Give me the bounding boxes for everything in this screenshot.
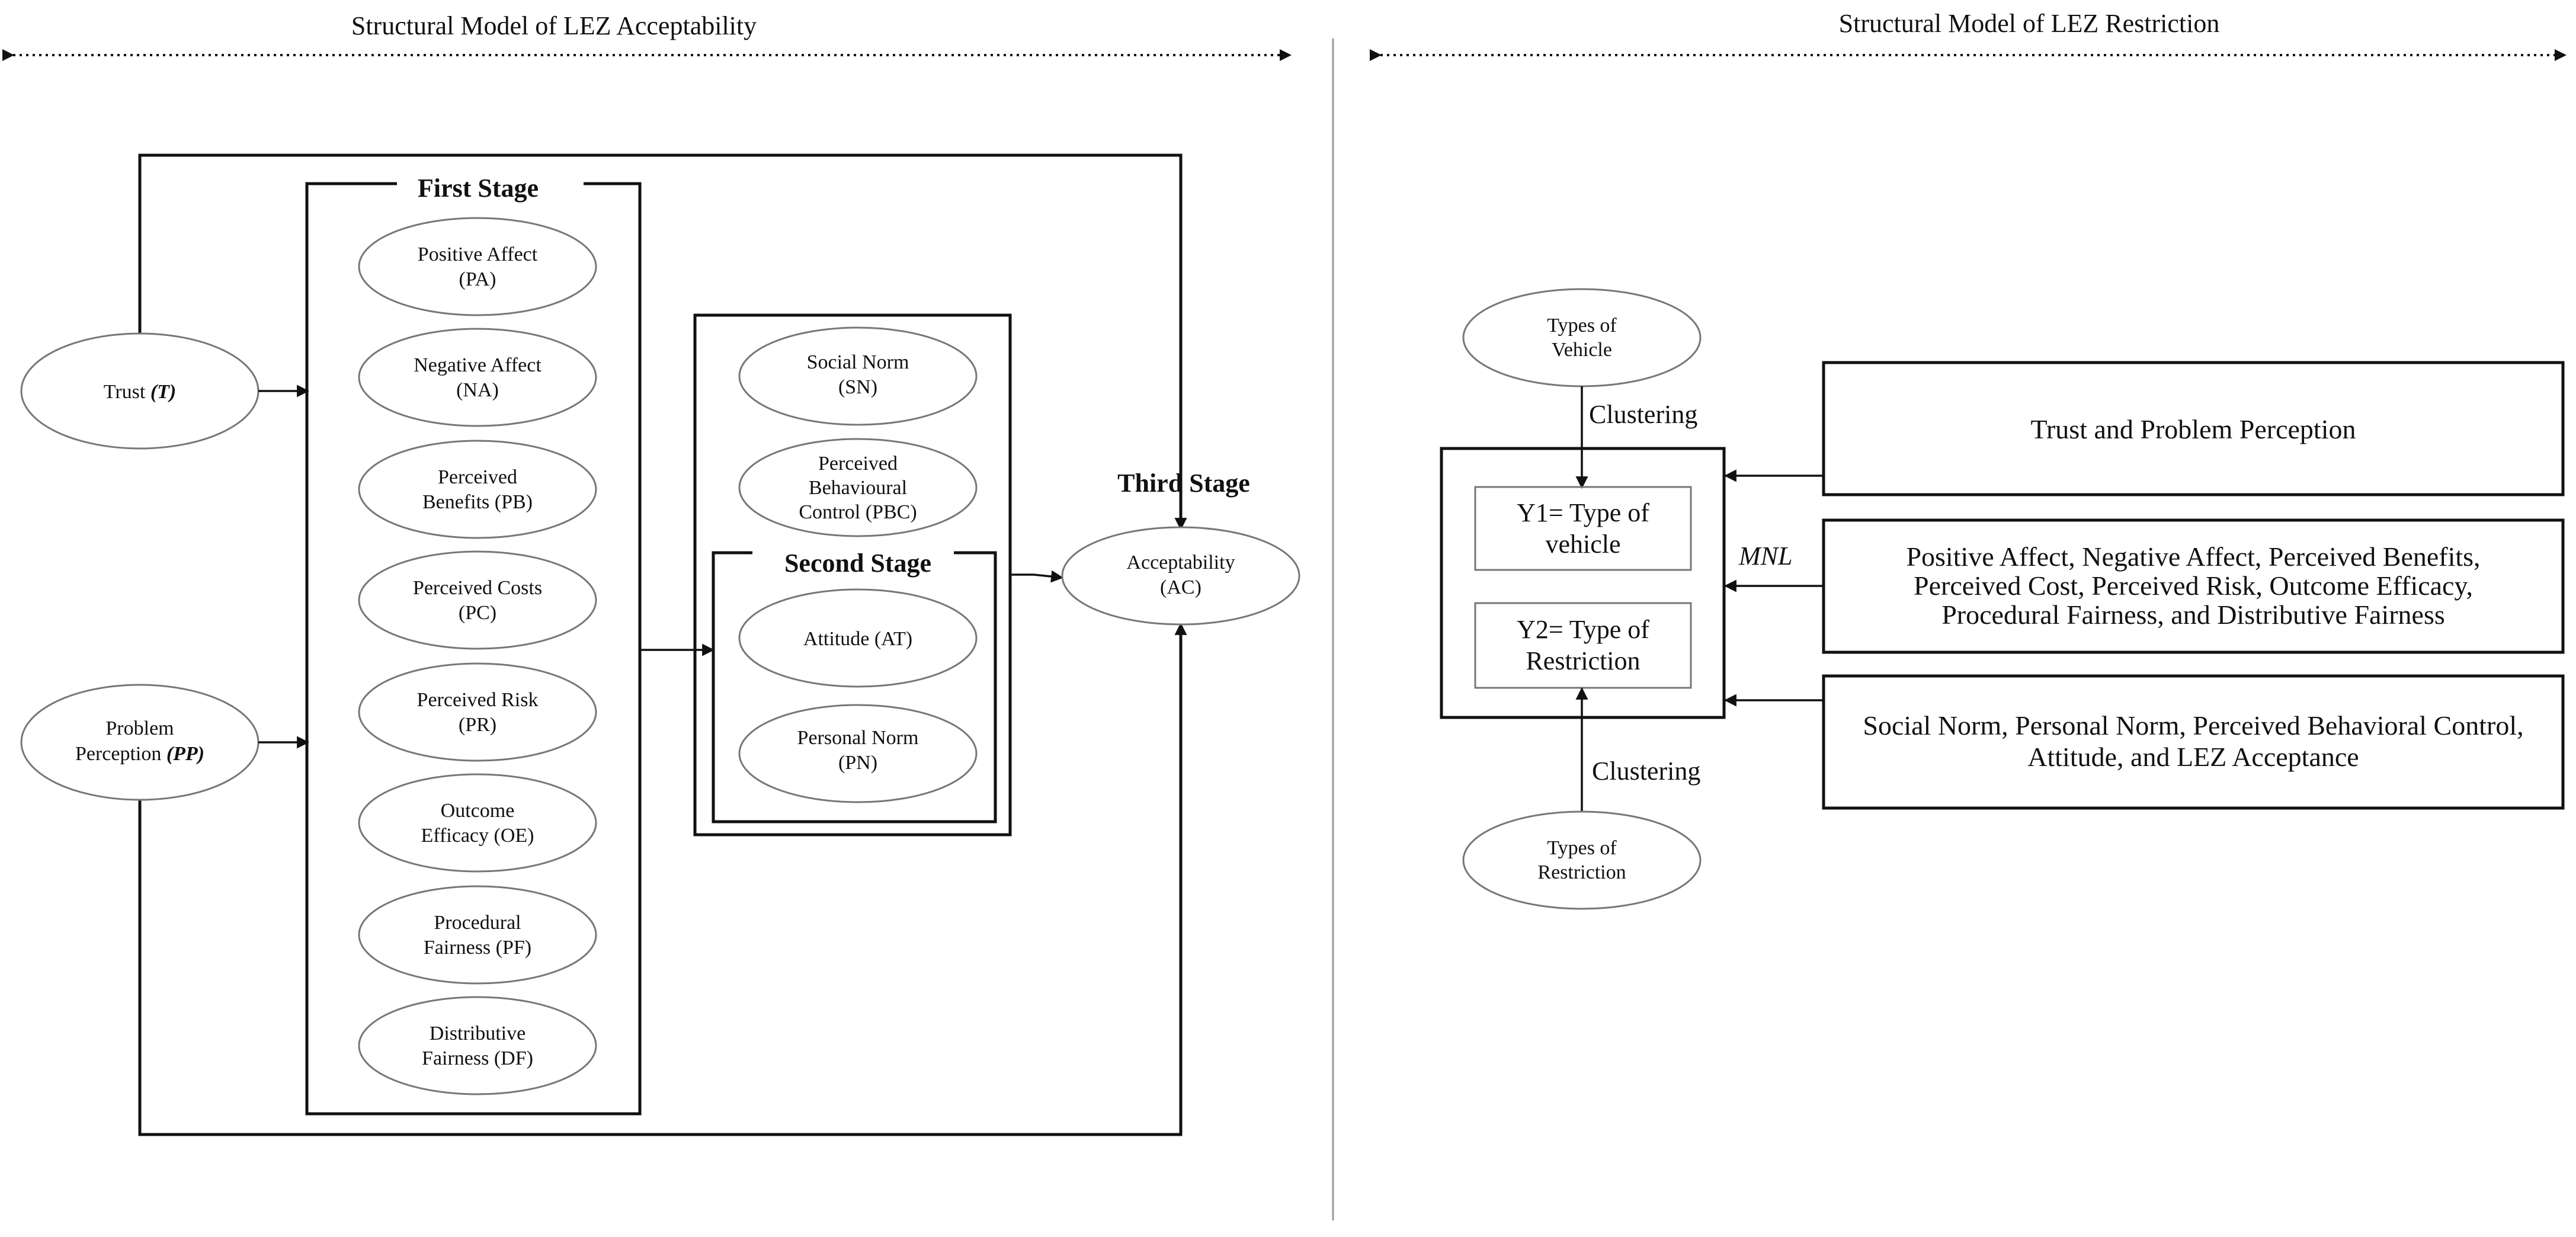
types-restriction-line1: Types of bbox=[1547, 837, 1617, 859]
pr-line2: (PR) bbox=[459, 714, 496, 736]
mnl-label: MNL bbox=[1738, 541, 1792, 571]
first-stage-node-pf: Procedural Fairness (PF) bbox=[358, 885, 597, 985]
personal-norm-node: Personal Norm (PN) bbox=[738, 704, 978, 803]
trust-to-acceptability-path bbox=[138, 153, 1183, 524]
predictor-box-trust bbox=[1822, 361, 2565, 496]
clustering-top-label: Clustering bbox=[1589, 400, 1697, 429]
first-stage-node-pr: Perceived Risk (PR) bbox=[358, 662, 597, 762]
outcome-box bbox=[1440, 447, 1726, 719]
types-restriction-line2: Restriction bbox=[1537, 861, 1626, 883]
problem-perception-node: Problem Perception (PP) bbox=[20, 684, 259, 801]
types-vehicle-line2: Vehicle bbox=[1552, 339, 1612, 361]
types-vehicle-line1: Types of bbox=[1547, 315, 1617, 337]
pf-line1: Procedural bbox=[434, 912, 521, 934]
pp-to-acceptability-path bbox=[138, 631, 1183, 1136]
types-restriction-node: Types of Restriction bbox=[1462, 810, 1702, 910]
sn-line2: (SN) bbox=[838, 376, 877, 398]
problem-perception-line2: Perception (PP) bbox=[75, 743, 204, 765]
box3-line2: Attitude, and LEZ Acceptance bbox=[2027, 742, 2359, 772]
sn-line1: Social Norm bbox=[807, 351, 909, 373]
first-stage-node-pa: Positive Affect (PA) bbox=[358, 217, 597, 316]
na-line2: (NA) bbox=[456, 379, 499, 401]
na-line1: Negative Affect bbox=[414, 354, 542, 376]
y1-line1: Y1= Type of bbox=[1517, 498, 1649, 527]
pc-line1: Perceived Costs bbox=[413, 577, 542, 599]
box2-line1: Positive Affect, Negative Affect, Percei… bbox=[1906, 541, 2480, 572]
pbc-line3: Control (PBC) bbox=[799, 501, 917, 523]
second-stage-to-acceptability-arrow bbox=[1010, 570, 1064, 583]
acceptability-node: Acceptability (AC) bbox=[1061, 526, 1300, 626]
first-stage-node-df: Distributive Fairness (DF) bbox=[358, 996, 597, 1095]
pbc-node: Perceived Behavioural Control (PBC) bbox=[738, 438, 978, 537]
pbc-line1: Perceived bbox=[818, 453, 898, 475]
y2-line2: Restriction bbox=[1526, 646, 1640, 675]
attitude-node: Attitude (AT) bbox=[738, 588, 978, 688]
left-title: Structural Model of LEZ Acceptability bbox=[351, 11, 757, 40]
df-line1: Distributive bbox=[430, 1023, 526, 1044]
pbc-line2: Behavioural bbox=[809, 477, 907, 499]
y1-box bbox=[1474, 486, 1692, 571]
pf-line2: Fairness (PF) bbox=[424, 937, 531, 959]
pa-line2: (PA) bbox=[459, 268, 496, 290]
first-stage-node-oe: Outcome Efficacy (OE) bbox=[358, 773, 597, 873]
box1-line1: Trust and Problem Perception bbox=[2031, 414, 2356, 444]
first-stage-label: First Stage bbox=[418, 174, 539, 203]
first-stage-node-pb: Perceived Benefits (PB) bbox=[358, 440, 597, 539]
third-stage-label: Third Stage bbox=[1117, 469, 1250, 498]
clustering-bottom-label: Clustering bbox=[1592, 757, 1700, 786]
problem-perception-line1: Problem bbox=[105, 717, 174, 739]
ac-line1: Acceptability bbox=[1126, 552, 1235, 573]
types-vehicle-node: Types of Vehicle bbox=[1462, 288, 1702, 387]
pb-line2: Benefits (PB) bbox=[422, 491, 533, 513]
attitude-label: Attitude (AT) bbox=[803, 628, 912, 650]
df-line2: Fairness (DF) bbox=[422, 1047, 533, 1069]
second-stage-box bbox=[712, 551, 997, 823]
first-stage-node-na: Negative Affect (NA) bbox=[358, 328, 597, 427]
social-norm-node: Social Norm (SN) bbox=[738, 326, 978, 426]
pc-line2: (PC) bbox=[459, 602, 496, 624]
ac-line2: (AC) bbox=[1160, 576, 1202, 598]
oe-line1: Outcome bbox=[441, 800, 515, 822]
box2-line2: Perceived Cost, Perceived Risk, Outcome … bbox=[1914, 571, 2473, 601]
trust-label: Trust (T) bbox=[104, 381, 177, 403]
pa-line1: Positive Affect bbox=[418, 243, 538, 265]
pn-line2: (PN) bbox=[838, 752, 877, 774]
box2-line3: Procedural Fairness, and Distributive Fa… bbox=[1941, 600, 2445, 630]
second-stage-label: Second Stage bbox=[784, 549, 931, 578]
problem-perception-oval bbox=[20, 684, 259, 801]
y2-line1: Y2= Type of bbox=[1517, 615, 1649, 644]
pr-line1: Perceived Risk bbox=[417, 689, 539, 711]
first-stage-node-pc: Perceived Costs (PC) bbox=[358, 550, 597, 650]
predictor-box-second-stage bbox=[1822, 674, 2565, 810]
pb-line1: Perceived bbox=[438, 466, 517, 488]
oe-line2: Efficacy (OE) bbox=[421, 825, 534, 847]
right-title: Structural Model of LEZ Restriction bbox=[1839, 9, 2220, 38]
pn-line1: Personal Norm bbox=[797, 727, 919, 749]
trust-node: Trust (T) bbox=[20, 332, 259, 450]
first-stage-box bbox=[305, 182, 642, 1116]
y1-line2: vehicle bbox=[1545, 530, 1620, 559]
box3-line1: Social Norm, Personal Norm, Perceived Be… bbox=[1863, 710, 2523, 741]
